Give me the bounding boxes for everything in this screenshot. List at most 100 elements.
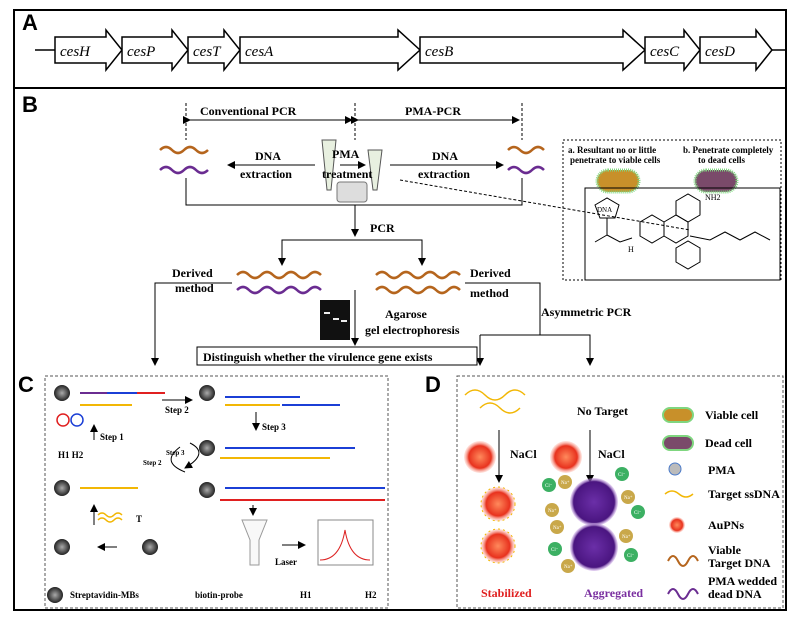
asymmetric-pcr-label: Asymmetric PCR bbox=[541, 305, 632, 319]
svg-text:Cl⁻: Cl⁻ bbox=[627, 554, 635, 559]
gene-arrow-cesT: cesT bbox=[187, 27, 241, 73]
pma-chemical-structure bbox=[594, 193, 771, 270]
chloride-ion: Cl⁻ bbox=[548, 542, 562, 556]
legend-biotin-probe: biotin-probe bbox=[195, 590, 243, 600]
gene-label: cesH bbox=[60, 44, 91, 60]
stabilized-particle-1 bbox=[480, 486, 516, 522]
target-t-label: T bbox=[136, 514, 142, 524]
conventional-pcr-label: Conventional PCR bbox=[200, 104, 297, 118]
sodium-ion: Na⁺ bbox=[558, 475, 572, 489]
svg-text:Cl⁻: Cl⁻ bbox=[545, 484, 553, 489]
dna-extraction-label-2b: extraction bbox=[418, 167, 470, 181]
inset-b-line2: to dead cells bbox=[698, 155, 745, 165]
panel-d: D NaCl Stabilized No Target NaCl Na⁺Na⁺N… bbox=[425, 372, 784, 609]
d-legend: Viable cell Dead cell PMA Target ssDNA A… bbox=[662, 407, 780, 601]
gene-label: cesP bbox=[127, 44, 155, 60]
gene-label: cesC bbox=[650, 44, 680, 60]
chloride-ion: Cl⁻ bbox=[631, 505, 645, 519]
aggregated-label: Aggregated bbox=[584, 586, 643, 600]
magnetic-bead-icon bbox=[54, 539, 70, 555]
magnetic-bead-icon bbox=[142, 539, 158, 555]
legend-pma: PMA bbox=[708, 463, 736, 477]
gene-arrow-cesH: cesH bbox=[54, 27, 123, 73]
svg-text:Na⁺: Na⁺ bbox=[564, 564, 573, 570]
panel-c: C Step 2 Step 3 Step 2 Step 3 Step 1 H1 … bbox=[18, 372, 389, 609]
legend-pma-wedded: PMA wedded bbox=[708, 574, 777, 588]
step3-label: Step 3 bbox=[262, 422, 286, 432]
gene-arrow-cesP: cesP bbox=[121, 27, 189, 73]
panel-label-b: B bbox=[22, 92, 38, 117]
gene-label: cesT bbox=[193, 44, 222, 60]
c-legend: Streptavidin-MBs biotin-probe H1 H2 bbox=[70, 590, 377, 600]
pcr-product-right bbox=[375, 270, 461, 295]
pcr-machine-icon bbox=[336, 181, 368, 203]
legend-viable-cell: Viable cell bbox=[705, 408, 759, 422]
legend-h1: H1 bbox=[300, 590, 312, 600]
svg-text:Na⁺: Na⁺ bbox=[553, 525, 562, 531]
pma-legend-icon bbox=[668, 462, 682, 476]
svg-text:Cl⁻: Cl⁻ bbox=[551, 548, 559, 553]
laser-label: Laser bbox=[275, 557, 297, 567]
figure-border bbox=[13, 9, 787, 611]
sodium-ion: Na⁺ bbox=[561, 559, 575, 573]
magnetic-bead-icon bbox=[47, 587, 63, 603]
viable-cell-icon bbox=[595, 168, 641, 194]
gene-arrow-cesD: cesD bbox=[699, 27, 773, 73]
viable-dna-legend-icon bbox=[667, 555, 699, 567]
panel-label-a: A bbox=[22, 10, 38, 35]
gene-arrow-cesB: cesB bbox=[419, 28, 647, 72]
legend-dead-cell: Dead cell bbox=[705, 436, 753, 450]
pma-pcr-label: PMA-PCR bbox=[405, 104, 461, 118]
step1-label: Step 1 bbox=[100, 432, 124, 442]
dead-dna-legend-icon bbox=[667, 588, 699, 600]
distinguish-box bbox=[196, 346, 478, 366]
svg-text:Na⁺: Na⁺ bbox=[622, 534, 631, 540]
tube-icon bbox=[321, 139, 337, 191]
pcr-product-left bbox=[236, 270, 322, 295]
aggregated-particle-1 bbox=[570, 478, 618, 526]
treatment-label: treatment bbox=[322, 167, 372, 181]
tube-pma-icon bbox=[367, 149, 383, 191]
svg-text:Cl⁻: Cl⁻ bbox=[618, 473, 626, 478]
magnetic-bead-icon bbox=[54, 480, 70, 496]
magnetic-bead-icon bbox=[199, 440, 215, 456]
nacl-label-2: NaCl bbox=[598, 447, 625, 461]
inset-b-line1: b. Penetrate completely bbox=[683, 145, 774, 155]
magnetic-bead-icon bbox=[54, 385, 70, 401]
stabilized-particle-2 bbox=[480, 528, 516, 564]
chloride-ion: Cl⁻ bbox=[615, 467, 629, 481]
panel-label-d: D bbox=[425, 372, 441, 397]
pcr-label: PCR bbox=[370, 221, 395, 235]
method-label-left: method bbox=[175, 281, 214, 295]
legend-target-ssdna: Target ssDNA bbox=[708, 487, 780, 501]
panel-label-c: C bbox=[18, 372, 34, 397]
dna-extraction-label-2: DNA bbox=[432, 149, 458, 163]
aggregated-particle-2 bbox=[570, 523, 618, 571]
legend-streptavidin-mbs: Streptavidin-MBs bbox=[70, 590, 139, 600]
gene-arrow-cesA: cesA bbox=[239, 28, 422, 72]
target-ssdna-icon bbox=[464, 389, 526, 414]
svg-text:Na⁺: Na⁺ bbox=[624, 495, 633, 501]
legend-aupns: AuPNs bbox=[708, 518, 744, 532]
distinguish-label: Distinguish whether the virulence gene e… bbox=[203, 350, 433, 364]
dna-helix-right bbox=[507, 145, 545, 175]
histogram-plot bbox=[317, 519, 374, 566]
dna-ring-label: DNA bbox=[597, 206, 612, 214]
no-target-label: No Target bbox=[577, 404, 628, 418]
panel-b: B Conventional PCR PMA-PCR DNA extractio… bbox=[22, 92, 782, 366]
legend-target-dna: Target DNA bbox=[708, 556, 771, 570]
h1-h2-label: H1 H2 bbox=[58, 450, 84, 460]
gene-label: cesD bbox=[705, 44, 735, 60]
sodium-ion: Na⁺ bbox=[545, 503, 559, 517]
derived-label-right: Derived bbox=[470, 266, 511, 280]
inset-a-line1: a. Resultant no or little bbox=[568, 145, 656, 155]
legend-viable: Viable bbox=[708, 543, 742, 557]
sodium-ion: Na⁺ bbox=[621, 490, 635, 504]
step2-small-label: Step 2 bbox=[143, 459, 162, 467]
aupn-particle-2 bbox=[550, 441, 582, 473]
gene-label: cesA bbox=[245, 44, 274, 60]
pma-structure-box bbox=[584, 187, 781, 281]
pma-inset bbox=[562, 139, 782, 281]
